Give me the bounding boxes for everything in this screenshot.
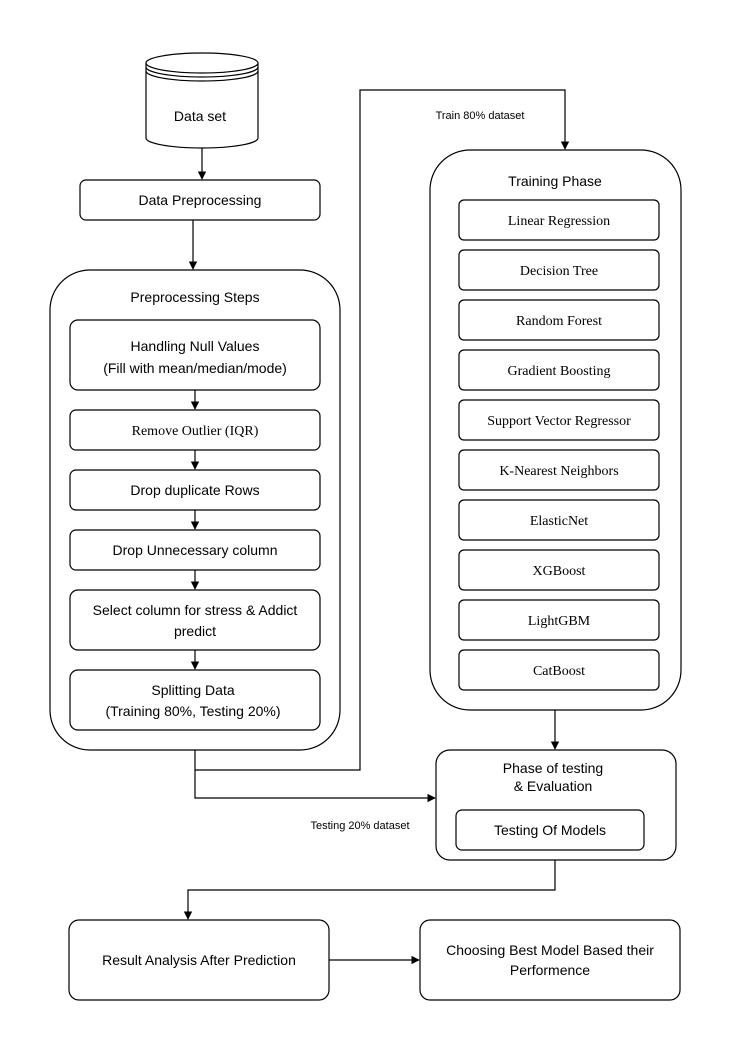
best-model-line2: Performence bbox=[510, 962, 590, 978]
select-column-line2: predict bbox=[174, 623, 216, 639]
best-model-node: Choosing Best Model Based their Performe… bbox=[419, 919, 681, 1001]
result-analysis-node: Result Analysis After Prediction bbox=[68, 919, 330, 1001]
select-column-line1: Select column for stress & Addict bbox=[93, 602, 298, 618]
model-label: XGBoost bbox=[533, 564, 586, 579]
model-label: ElasticNet bbox=[530, 514, 588, 529]
dataset-label: Data set bbox=[174, 108, 226, 124]
model-label: LightGBM bbox=[528, 614, 591, 629]
arrow-train-split bbox=[194, 89, 570, 771]
connectors bbox=[183, 89, 570, 965]
model-label: Support Vector Regressor bbox=[487, 414, 631, 429]
model-label: CatBoost bbox=[533, 664, 585, 679]
testing-models-label: Testing Of Models bbox=[494, 822, 606, 838]
splitting-data-line2: (Training 80%, Testing 20%) bbox=[105, 703, 280, 719]
train-edge-label: Train 80% dataset bbox=[436, 110, 525, 122]
model-box bbox=[458, 549, 660, 591]
model-box bbox=[458, 599, 660, 641]
dataset-node: Data set bbox=[145, 52, 259, 149]
splitting-data-step bbox=[69, 669, 321, 731]
preprocessing-label: Data Preprocessing bbox=[139, 192, 262, 208]
model-box bbox=[458, 299, 660, 341]
arrow-testing-to-result bbox=[183, 860, 556, 920]
splitting-data-line1: Splitting Data bbox=[151, 682, 234, 698]
training-phase-title: Training Phase bbox=[508, 173, 602, 189]
model-box bbox=[458, 649, 660, 691]
testing-phase-title-line2: & Evaluation bbox=[514, 778, 593, 794]
remove-outlier-label: Remove Outlier (IQR) bbox=[132, 424, 259, 439]
preprocessing-node: Data Preprocessing bbox=[79, 179, 321, 221]
model-label: K-Nearest Neighbors bbox=[499, 464, 618, 479]
null-values-line2: (Fill with mean/median/mode) bbox=[103, 360, 287, 376]
null-values-line1: Handling Null Values bbox=[131, 338, 260, 354]
best-model-line1: Choosing Best Model Based their bbox=[446, 942, 654, 958]
model-label: Gradient Boosting bbox=[507, 364, 610, 379]
model-label: Linear Regression bbox=[508, 214, 610, 229]
model-box bbox=[458, 249, 660, 291]
result-analysis-label: Result Analysis After Prediction bbox=[102, 952, 296, 968]
model-label: Random Forest bbox=[516, 314, 602, 329]
training-phase-group: Training Phase Linear RegressionDecision… bbox=[429, 149, 682, 711]
arrow-test-split bbox=[194, 770, 436, 803]
model-box bbox=[458, 399, 660, 441]
test-edge-label: Testing 20% dataset bbox=[310, 820, 409, 832]
testing-phase-group: Phase of testing & Evaluation Testing Of… bbox=[435, 749, 677, 861]
testing-models-box bbox=[455, 809, 645, 851]
null-values-step bbox=[69, 319, 321, 391]
model-label: Decision Tree bbox=[520, 264, 598, 279]
model-box bbox=[458, 449, 660, 491]
drop-unnecessary-label: Drop Unnecessary column bbox=[113, 542, 278, 558]
model-box bbox=[458, 199, 660, 241]
drop-duplicates-label: Drop duplicate Rows bbox=[130, 482, 259, 498]
model-box bbox=[458, 349, 660, 391]
testing-phase-title-line1: Phase of testing bbox=[503, 760, 603, 776]
model-box bbox=[458, 499, 660, 541]
select-column-step bbox=[69, 589, 321, 651]
preprocessing-steps-title: Preprocessing Steps bbox=[130, 289, 259, 305]
